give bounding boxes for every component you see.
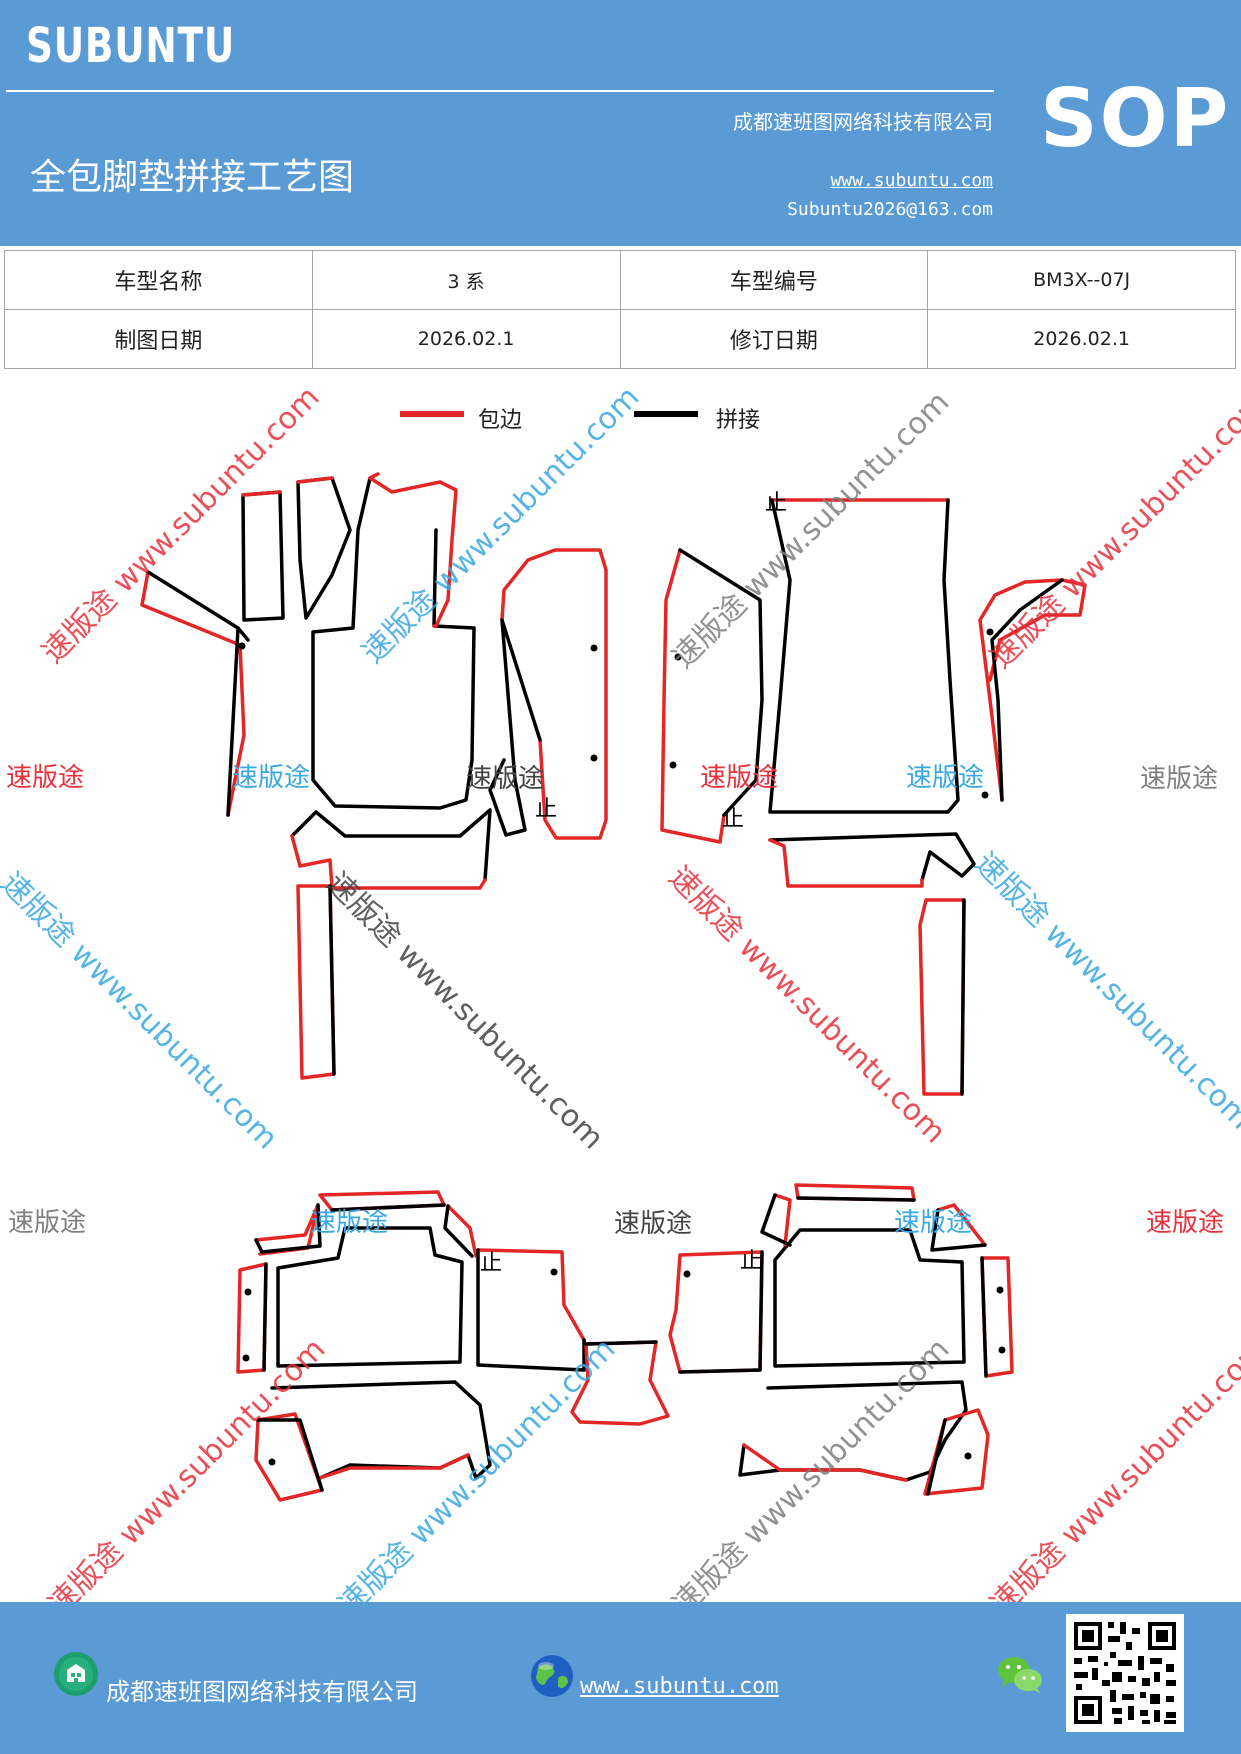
- rear-right-lower-mat: [738, 1380, 968, 1482]
- rear-left-main-mat: [276, 1226, 464, 1368]
- info-row-1: 车型名称 3 系 车型编号 BM3X--07J: [4, 250, 1236, 310]
- label-model-code: 车型编号: [619, 250, 929, 310]
- rear-right-center-pad-seam: [678, 1250, 764, 1374]
- front-left-heel-pad: [290, 808, 492, 882]
- watermark-text: 速版途: [906, 763, 985, 793]
- legend-seam-label: 拼接: [716, 408, 761, 433]
- front-left-side-strip: [296, 884, 336, 1080]
- front-left-tunnel-panel: [500, 548, 608, 840]
- front-left-tunnel-seam: [500, 618, 542, 742]
- stop-mark: 止: [722, 807, 744, 832]
- front-right-heel-pad: [768, 832, 976, 882]
- front-left-main-mat-edge: [368, 472, 458, 628]
- watermark-text: 速版途: [6, 763, 85, 793]
- rear-left-lower-mat: [270, 1380, 492, 1480]
- floor-mat-splice-diagram: 止 止 止 止 止: [140, 472, 1087, 1502]
- value-model-code: BM3X--07J: [927, 250, 1236, 310]
- front-left-strip-2-edge: [296, 476, 334, 484]
- rear-center-tunnel: [570, 1340, 670, 1426]
- value-draw-date: 2026.02.1: [311, 309, 621, 369]
- rear-left-lower-edge: [318, 1453, 470, 1480]
- header-company-name: 成都速班图网络科技有限公司: [733, 110, 993, 134]
- rear-left-lower-corner: [254, 1412, 324, 1502]
- front-right-side-panel-seam: [678, 548, 764, 817]
- doc-type-label: SOP: [1040, 72, 1231, 165]
- front-left-side-strip-seam: [328, 884, 336, 1076]
- rear-right-corner: [936, 1203, 987, 1247]
- wechat-icon[interactable]: [996, 1654, 1044, 1696]
- rear-center-tunnel-seam: [584, 1340, 658, 1346]
- rear-left-side-strip-seam: [262, 1262, 268, 1372]
- watermark-text: 速版途: [8, 1208, 87, 1238]
- brand-logo-text: SUBUNTU: [26, 18, 236, 74]
- legend-edge-label: 包边: [478, 408, 523, 433]
- footer-banner: 成都速班图网络科技有限公司 www.subuntu.com: [0, 1602, 1241, 1754]
- label-revise-date: 修订日期: [619, 309, 929, 369]
- rear-left-side-strip: [236, 1262, 268, 1374]
- header-banner: SUBUNTU 成都速班图网络科技有限公司 SOP 全包脚垫拼接工艺图 www.…: [0, 0, 1241, 246]
- rear-left-corner-seam: [254, 1203, 322, 1254]
- rear-left-lower-corner-seam: [256, 1418, 324, 1492]
- rear-right-side-strip-seam: [980, 1256, 988, 1378]
- rear-right-left-corner: [773, 1193, 792, 1247]
- rear-left-center-pad-seam: [476, 1248, 586, 1372]
- front-right-heel-pad-edge: [768, 838, 924, 888]
- header-email: Subuntu2026@163.com: [787, 199, 993, 220]
- front-right-side-panel: [660, 548, 726, 844]
- rear-left-center-pad: [476, 1248, 586, 1342]
- watermark-text: 速版途: [232, 763, 311, 793]
- rear-left-right-corner: [446, 1204, 478, 1258]
- front-left-main-mat: [311, 476, 476, 810]
- watermark-text: 速版途: [310, 1208, 389, 1238]
- legend-seam-swatch: [634, 411, 698, 417]
- info-row-2: 制图日期 2026.02.1 修订日期 2026.02.1: [4, 309, 1236, 369]
- stop-mark: 止: [765, 491, 787, 516]
- watermark-text: 速版途: [1146, 1208, 1225, 1238]
- footer-website-link[interactable]: www.subuntu.com: [580, 1674, 779, 1699]
- value-revise-date: 2026.02.1: [927, 309, 1236, 369]
- rear-right-left-corner-seam: [760, 1193, 792, 1247]
- legend-edge: 包边: [400, 402, 570, 433]
- watermark-text: 速版途: [466, 764, 545, 794]
- front-right-side-strip: [918, 898, 966, 1096]
- page-title: 全包脚垫拼接工艺图: [30, 157, 355, 198]
- front-right-side-strip-seam: [960, 898, 966, 1096]
- rear-right-main-mat: [773, 1228, 966, 1368]
- label-draw-date: 制图日期: [4, 309, 313, 369]
- front-right-main-mat: [768, 498, 960, 814]
- watermark-text: 速版途: [700, 763, 779, 793]
- front-left-strip-2: [296, 476, 352, 620]
- building-icon: [54, 1652, 98, 1696]
- watermark-text: 速版途: [614, 1209, 693, 1239]
- vehicle-info-table: 车型名称 3 系 车型编号 BM3X--07J 制图日期 2026.02.1 修…: [4, 250, 1236, 369]
- rear-right-lower-corner: [923, 1408, 990, 1496]
- stop-mark: 止: [535, 797, 557, 822]
- front-left-heel-pad-edge: [290, 834, 487, 890]
- value-model-name: 3 系: [311, 250, 621, 310]
- legend-edge-swatch: [400, 411, 464, 417]
- label-model-name: 车型名称: [4, 250, 313, 310]
- front-right-side-wing-seam: [990, 578, 1064, 802]
- globe-icon: [531, 1655, 573, 1697]
- header-divider: [6, 90, 994, 92]
- stop-mark: 止: [480, 1251, 502, 1276]
- front-left-tunnel-side: [488, 618, 527, 837]
- watermark-text: 速版途: [894, 1208, 973, 1238]
- rear-right-lower-edge: [742, 1443, 908, 1482]
- rear-right-lower-corner-seam: [926, 1418, 947, 1496]
- qr-code-icon: [1066, 1614, 1184, 1732]
- rear-left-right-corner-seam: [443, 1204, 474, 1258]
- rear-left-top-seam: [330, 1203, 446, 1212]
- rear-right-corner-seam: [930, 1208, 987, 1252]
- front-left-strip-1: [241, 490, 285, 622]
- rear-right-top-seam: [796, 1196, 916, 1202]
- front-left-side-seam: [146, 570, 250, 817]
- front-left-strip-1-edge: [241, 490, 282, 497]
- stop-mark: 止: [740, 1249, 762, 1274]
- watermark-text: 速版途: [1140, 764, 1219, 794]
- footer-company-name: 成都速班图网络科技有限公司: [106, 1678, 418, 1706]
- legend-seam: 拼接: [634, 402, 804, 433]
- header-website-link[interactable]: www.subuntu.com: [830, 170, 993, 191]
